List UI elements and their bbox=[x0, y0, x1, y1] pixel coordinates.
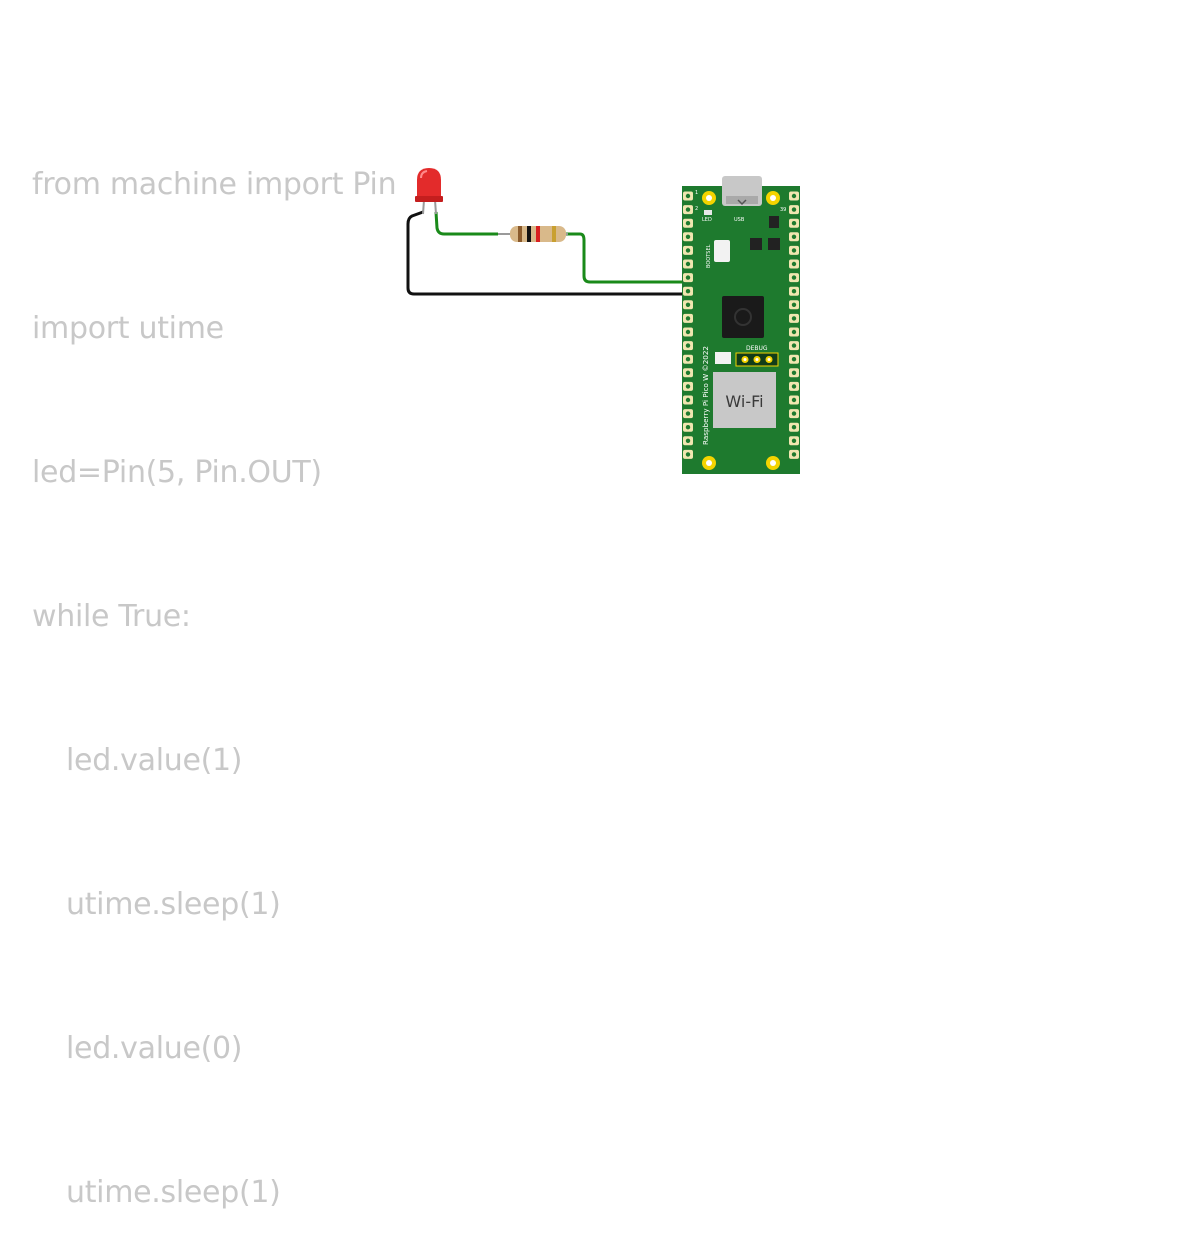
pin-hole bbox=[685, 343, 691, 348]
pin-hole bbox=[685, 425, 691, 430]
wifi-label: Wi-Fi bbox=[725, 392, 763, 411]
pin-hole bbox=[791, 207, 797, 212]
led-label: LED bbox=[702, 217, 712, 223]
board-name-label: Raspberry Pi Pico W ©2022 bbox=[701, 346, 710, 445]
pin-hole bbox=[791, 316, 797, 321]
pin-hole bbox=[685, 289, 691, 294]
resistor[interactable] bbox=[498, 226, 568, 242]
rp2040-chip bbox=[722, 296, 764, 338]
pin-hole bbox=[791, 370, 797, 375]
pin-hole bbox=[791, 234, 797, 239]
pin-label-1: 1 bbox=[695, 190, 698, 196]
code-line: while True: bbox=[32, 599, 191, 634]
pin-hole bbox=[685, 275, 691, 280]
pin-hole bbox=[791, 452, 797, 457]
pin-hole bbox=[791, 438, 797, 443]
pin-hole bbox=[685, 438, 691, 443]
code-line: led.value(0) bbox=[66, 1031, 243, 1066]
code-line: led=Pin(5, Pin.OUT) bbox=[32, 455, 322, 490]
pin-hole bbox=[685, 329, 691, 335]
bootsel-label: BOOTSEL bbox=[706, 244, 712, 268]
pin-hole bbox=[791, 329, 797, 335]
pin-label-2: 2 bbox=[695, 206, 698, 212]
code-line: import utime bbox=[32, 311, 224, 346]
pin-hole bbox=[685, 370, 691, 375]
pin-hole bbox=[685, 316, 691, 321]
circuit-canvas: 1 2 39 LED USB BOOTSEL DEBUG Wi-Fi Raspb… bbox=[406, 168, 800, 474]
pin-hole bbox=[791, 343, 797, 348]
pin-hole bbox=[791, 248, 797, 253]
pin-hole bbox=[685, 397, 691, 403]
pin-hole bbox=[791, 302, 797, 307]
pin-hole bbox=[685, 384, 691, 389]
pin-header-right bbox=[789, 191, 799, 459]
led[interactable] bbox=[415, 168, 443, 215]
pin-hole bbox=[791, 357, 797, 362]
pin-hole bbox=[791, 193, 797, 199]
onboard-led bbox=[704, 210, 712, 215]
code-line: utime.sleep(1) bbox=[66, 887, 281, 922]
pin-hole bbox=[685, 248, 691, 253]
pin-hole bbox=[685, 221, 691, 226]
pin-hole bbox=[685, 411, 691, 416]
signal-wire[interactable] bbox=[434, 211, 498, 236]
code-line: utime.sleep(1) bbox=[66, 1175, 281, 1210]
pin-hole bbox=[791, 384, 797, 389]
pin-hole bbox=[791, 411, 797, 416]
code-line: led.value(1) bbox=[66, 743, 243, 778]
pin-hole bbox=[685, 261, 691, 267]
ground-wire[interactable] bbox=[406, 210, 690, 296]
bootsel-button[interactable] bbox=[714, 240, 730, 262]
pin-hole bbox=[685, 193, 691, 199]
pin-hole bbox=[791, 261, 797, 267]
pin-hole bbox=[791, 275, 797, 280]
pin-hole bbox=[791, 221, 797, 226]
pin-hole bbox=[791, 397, 797, 403]
wifi-module bbox=[713, 372, 776, 428]
pico-board[interactable]: 1 2 39 LED USB BOOTSEL DEBUG Wi-Fi Raspb… bbox=[682, 176, 800, 474]
pin-hole bbox=[685, 207, 691, 212]
pin-hole bbox=[685, 234, 691, 239]
usb-label: USB bbox=[734, 217, 745, 223]
pin-header-left bbox=[683, 191, 693, 459]
debug-label: DEBUG bbox=[746, 345, 768, 352]
pin-hole bbox=[685, 452, 691, 457]
pin-label-39: 39 bbox=[780, 207, 786, 213]
code-line: from machine import Pin bbox=[32, 167, 397, 202]
signal-wire-2[interactable] bbox=[566, 232, 690, 284]
pin-hole bbox=[791, 289, 797, 294]
pin-hole bbox=[685, 357, 691, 362]
pin-hole bbox=[685, 302, 691, 307]
pin-hole bbox=[791, 425, 797, 430]
